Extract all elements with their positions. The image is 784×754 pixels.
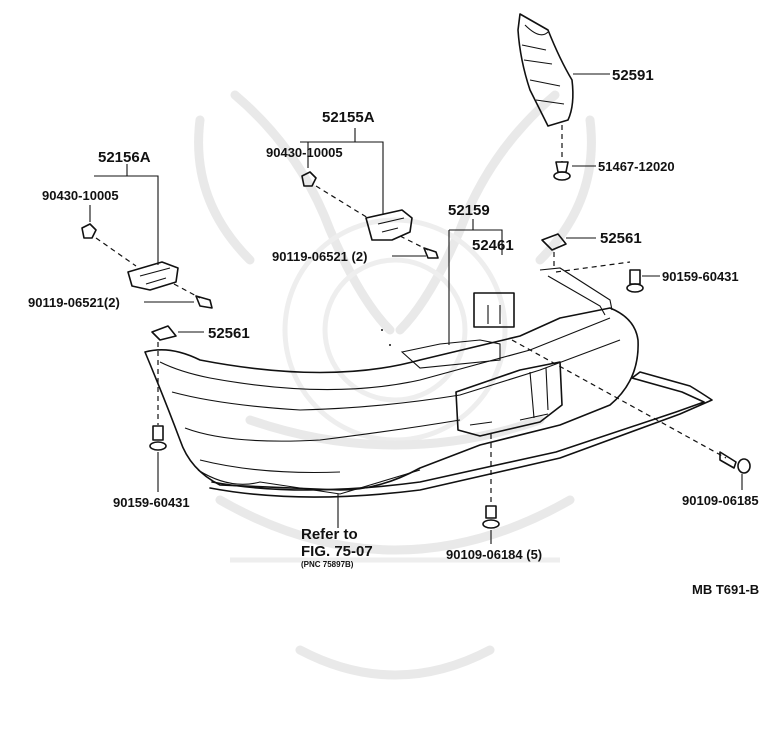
label-screw-bottom: 90109-06184 (5) [446,547,542,562]
label-cover: 52159 [448,202,490,219]
label-retainer-left: 52561 [208,325,250,342]
screw-lower-right-part [719,451,751,474]
mud-guard-part [517,13,574,127]
screw-bottom-part [482,505,500,529]
retainer-left-part [151,325,177,341]
bracket-left-part [127,261,179,291]
leader-cover [448,229,503,345]
stray-dot [381,329,383,331]
stray-dot [389,344,391,346]
label-screw-right: 90119-06521 (2) [272,249,367,264]
label-screw-left: 90119-06521(2) [28,295,120,310]
nut-left-part [81,223,97,239]
watermark-emblem [194,90,596,680]
label-refer-line1: Refer to [301,526,358,543]
dash-nut-left [95,237,137,267]
clip-part [553,161,571,181]
label-clip-top: 51467-12020 [598,159,675,174]
label-retainer-right: 52561 [600,230,642,247]
screw-right-part [423,247,439,259]
diagram-code: MB T691-B [692,582,759,597]
nut-right-part [301,171,317,187]
retainer-right-part [541,233,567,251]
dash-screw-left [173,283,201,299]
label-bracket-right: 52155A [322,109,375,126]
label-plate: 52461 [472,237,514,254]
label-screw-lower-right: 90109-06185 [682,493,759,508]
bracket-right-part [365,209,413,241]
dash-nut-right [315,185,369,219]
molding-strip-part [209,371,713,498]
bolt-left-part [149,425,167,451]
dash-screw-lower-right [511,339,727,459]
label-bolt-left: 90159-60431 [113,495,190,510]
label-refer-line3: (PNC 75897B) [301,560,354,569]
dash-bolt-right [555,261,631,273]
label-mud-guard: 52591 [612,67,654,84]
label-refer-line2: FIG. 75-07 [301,543,373,560]
label-nut-right: 90430-10005 [266,145,343,160]
screw-left-part [195,295,213,309]
label-bolt-right: 90159-60431 [662,269,739,284]
bolt-right-part [626,269,644,293]
label-nut-left: 90430-10005 [42,188,119,203]
label-bracket-left: 52156A [98,149,151,166]
bumper-cover-part [144,267,639,495]
label-plate-part [473,292,515,328]
leader-bracket-left [94,175,159,265]
leader-bracket-right [300,141,384,215]
